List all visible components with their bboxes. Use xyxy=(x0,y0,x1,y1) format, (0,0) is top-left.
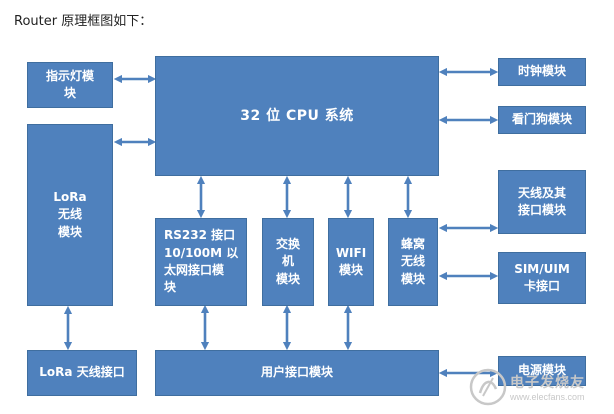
rs232-ethernet-module: RS232 接口 10/100M 以 太网接口模 块 xyxy=(155,218,247,306)
clock-module: 时钟模块 xyxy=(498,58,586,86)
power-module: 电源模块 xyxy=(498,356,586,386)
indicator-light-module: 指示灯模 块 xyxy=(27,62,113,108)
cpu-system: 32 位 CPU 系统 xyxy=(155,56,439,176)
wifi-module: WIFI 模块 xyxy=(328,218,374,306)
elecfans-logo-icon xyxy=(469,368,507,406)
diagram-heading: Router 原理框图如下： xyxy=(14,14,153,29)
lora-antenna-interface: LoRa 天线接口 xyxy=(27,350,137,396)
sim-uim-card-interface: SIM/UIM 卡接口 xyxy=(498,252,586,304)
cellular-wireless-module: 蜂窝 无线 模块 xyxy=(388,218,438,306)
watchdog-module: 看门狗模块 xyxy=(498,106,586,134)
elecfans-watermark: 电子发烧友 www.elecfans.com xyxy=(468,362,612,412)
antenna-interface-module: 天线及其 接口模块 xyxy=(498,170,586,234)
user-interface-module: 用户接口模块 xyxy=(155,350,439,396)
watermark-url: www.elecfans.com xyxy=(510,392,585,402)
lora-wireless-module: LoRa 无线 模块 xyxy=(27,124,113,306)
watermark-name: 电子发烧友 xyxy=(510,375,585,391)
switch-module: 交换 机 模块 xyxy=(262,218,314,306)
